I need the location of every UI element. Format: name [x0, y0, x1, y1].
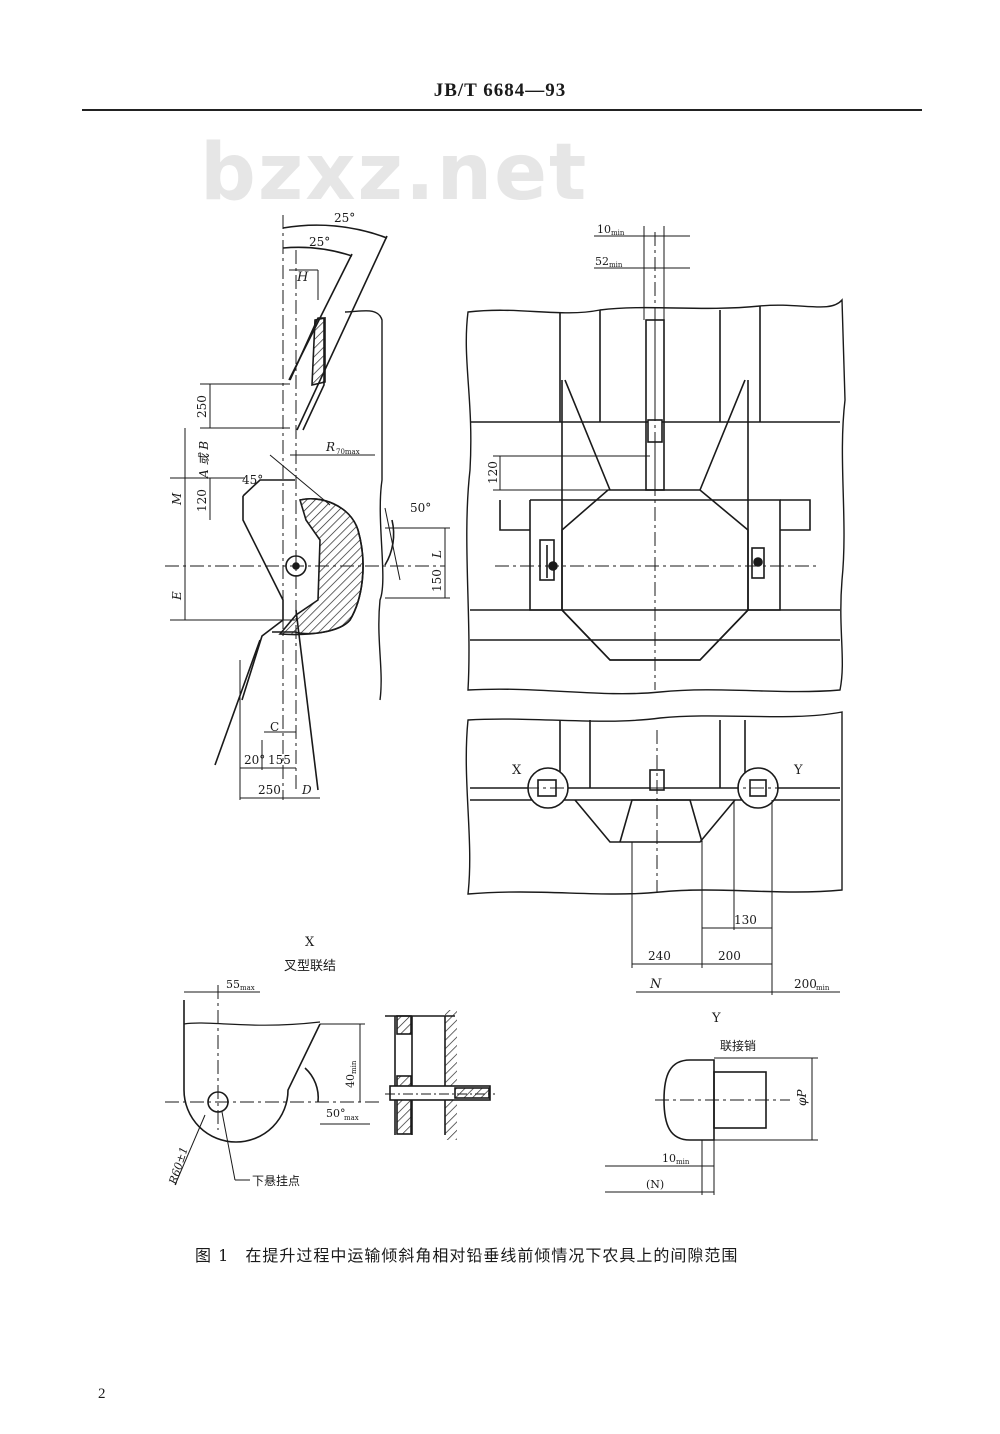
top-view: [465, 226, 846, 695]
dim-40-sub: min: [350, 1060, 358, 1074]
detail-y-letter: Y: [711, 1011, 721, 1026]
standard-number-header: JB/T 6684—93: [433, 80, 567, 101]
figure-label: 图 1: [195, 1246, 230, 1265]
dim-120-top: 120: [486, 461, 500, 484]
dim-52-top-sub: min: [609, 261, 623, 269]
symbol-c: C: [270, 720, 279, 734]
label-x-bottom-view: X: [512, 763, 522, 778]
dim-52-top: 52: [595, 255, 609, 268]
dim-200-min-sub: min: [816, 984, 830, 992]
detail-x-letter: X: [305, 935, 315, 950]
symbol-a-or-b: A 或 B: [197, 441, 211, 479]
r70max-subscript: 70max: [336, 448, 360, 456]
dim-250-bottom: 250: [258, 783, 281, 797]
header-rule: [82, 109, 922, 111]
symbol-d: D: [301, 783, 312, 797]
angle-25-outer: 25°: [334, 211, 355, 225]
dim-200: 200: [718, 949, 741, 963]
dim-155: 155: [268, 753, 291, 767]
dim-120-left: 120: [195, 489, 209, 512]
radius-label: R60±1: [166, 1145, 191, 1187]
angle-45: 45°: [242, 473, 263, 487]
symbol-r: R: [325, 440, 335, 454]
dim-10-top: 10: [597, 223, 611, 236]
figure-caption-text: 在提升过程中运输倾斜角相对铅垂线前倾情况下农具上的间隙范围: [245, 1246, 739, 1265]
angle-20: 20°: [244, 753, 265, 767]
detail-y-drawing: [605, 1057, 818, 1195]
dim-200-min: 200: [794, 977, 817, 991]
figure-caption: 图 1 在提升过程中运输倾斜角相对铅垂线前倾情况下农具上的间隙范围: [195, 1242, 748, 1266]
detail-y-title: 联接销: [720, 1038, 756, 1053]
dim-50-angle-sub: max: [344, 1114, 359, 1122]
symbol-n: N: [649, 977, 662, 992]
left-side-view: [165, 215, 450, 800]
angle-25-inner: 25°: [309, 235, 330, 249]
watermark: bzxz.net: [200, 128, 589, 218]
angle-50: 50°: [410, 501, 431, 515]
symbol-h: H: [296, 270, 309, 285]
dim-55: 55: [226, 978, 240, 991]
dim-10-y: 10: [662, 1152, 676, 1165]
detail-x-title: 叉型联结: [284, 959, 336, 974]
dim-40: 40: [344, 1074, 357, 1088]
dim-150: 150: [430, 569, 444, 592]
dim-240: 240: [648, 949, 671, 963]
page-number: 2: [98, 1386, 106, 1402]
lower-hitch-point-label: 下悬挂点: [252, 1174, 300, 1188]
diameter-p-label: φP: [795, 1089, 809, 1106]
dim-50-angle: 50°: [326, 1107, 346, 1120]
dim-250-vertical: 250: [195, 395, 209, 418]
bottom-view: [465, 711, 843, 995]
detail-x-drawing: [165, 985, 495, 1186]
dim-130: 130: [734, 913, 757, 927]
dim-n-y: (N): [646, 1178, 664, 1191]
dim-10-y-sub: min: [676, 1158, 690, 1166]
symbol-e: E: [170, 591, 184, 601]
dim-55-sub: max: [240, 984, 255, 992]
dim-10-top-sub: min: [611, 229, 625, 237]
symbol-l: L: [430, 550, 444, 559]
label-y-bottom-view: Y: [793, 763, 803, 778]
symbol-m: M: [170, 492, 184, 506]
